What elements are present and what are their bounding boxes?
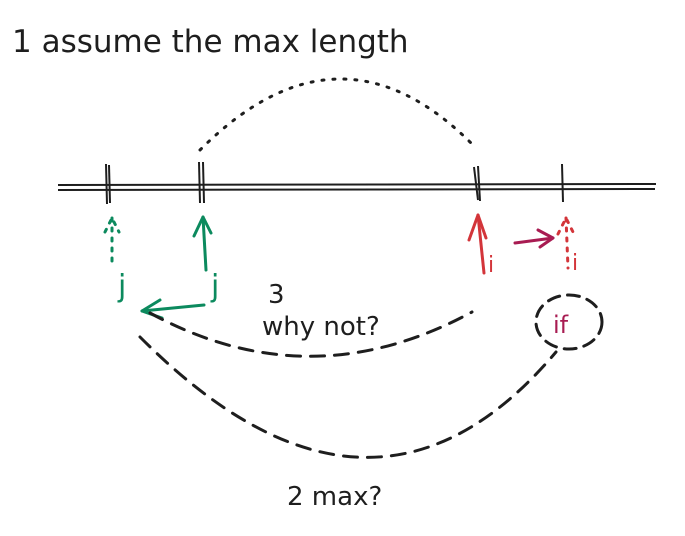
arrow-up-i-next: [556, 214, 575, 270]
step2-label: 2 max?: [287, 482, 382, 512]
condition-label: if: [553, 311, 569, 339]
arrow-up-i: [467, 213, 488, 275]
pointer-i-next: i: [572, 251, 578, 276]
tick-mark-j-assumed: [105, 163, 111, 205]
arrow-up-j-current: [192, 215, 213, 272]
arrow-up-j-assumed: [103, 214, 121, 270]
pointer-j-assumed: j: [117, 269, 126, 304]
pointer-j-current: j: [210, 269, 219, 304]
tick-mark-i-next: [561, 163, 564, 203]
step1-label: 1 assume the max length: [12, 24, 409, 60]
tick-mark-i: [473, 165, 481, 202]
number-line: [57, 183, 657, 191]
max-length-arc: [198, 77, 476, 152]
arrow-move-i-right: [513, 228, 555, 249]
step3-number: 3: [268, 280, 285, 310]
pointer-i: i: [488, 253, 494, 278]
why-not-curve: [148, 310, 474, 358]
step3-question: why not?: [262, 312, 380, 342]
if-circle: [534, 293, 604, 351]
tick-mark-j-current: [198, 161, 205, 204]
max-curve: [138, 335, 558, 459]
